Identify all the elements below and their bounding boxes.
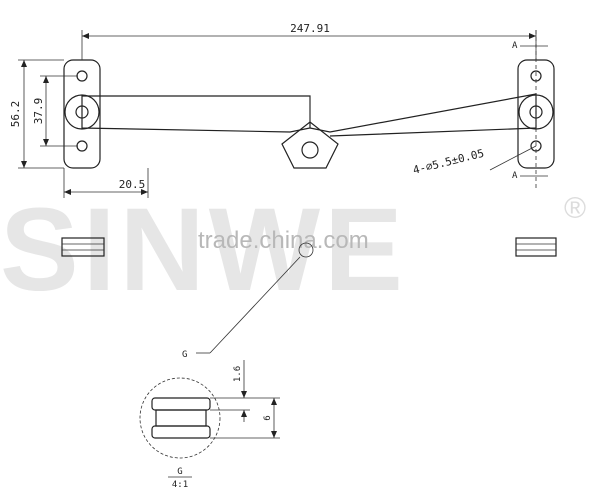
hole-spacing-label: 56.2 — [9, 101, 22, 128]
detail-thickness-label: 1.6 — [233, 366, 243, 382]
overall-length-label: 247.91 — [290, 22, 330, 35]
side-view-left — [61, 237, 105, 257]
section-a-top-label: A — [512, 41, 518, 51]
section-a-bottom-label: A — [512, 171, 518, 181]
watermark-site: trade.china.com — [198, 227, 369, 254]
detail-label: G — [177, 467, 182, 477]
hole-spec-label: 4-⌀5.5±0.05 — [412, 147, 486, 177]
dimension-bracket-offset: 20.5 — [63, 168, 149, 198]
detail-g-callout: G — [182, 242, 314, 360]
bracket-offset-label: 20.5 — [119, 178, 146, 191]
section-a: A A — [512, 30, 548, 190]
side-view-right — [515, 237, 557, 257]
dimension-hole-spacing: 56.2 — [9, 59, 64, 169]
detail-g-view: 1.6 6 G 4:1 — [139, 360, 280, 490]
dimension-pivot-offset: 37.9 — [32, 75, 78, 147]
dimension-overall-length: 247.91 — [81, 22, 537, 60]
detail-scale-label: 4:1 — [172, 480, 188, 490]
detail-height-label: 6 — [263, 415, 273, 420]
pivot-offset-label: 37.9 — [32, 98, 45, 125]
detail-callout-label: G — [182, 350, 187, 360]
watermark-registered-mark: ® — [564, 192, 586, 225]
